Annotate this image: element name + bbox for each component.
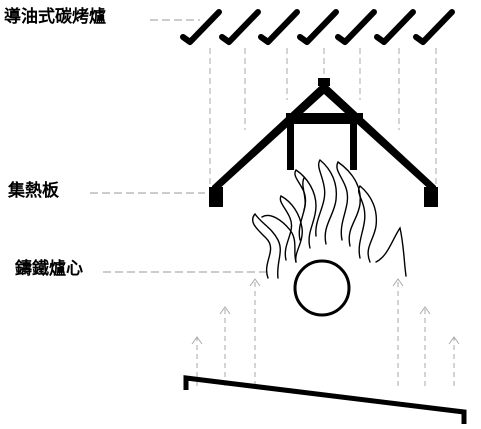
flame (294, 169, 317, 249)
slash-hook-icon (297, 9, 339, 45)
base-tray (183, 375, 467, 424)
heater-label: 導油式碳烤爐 (4, 7, 106, 27)
flame (375, 226, 407, 277)
heat-arrows (191, 278, 460, 386)
up-arrow-icon (219, 306, 231, 386)
up-arrow-icon (392, 278, 404, 386)
slash-hook-icon (219, 9, 261, 45)
slash-hook-icon (180, 9, 222, 45)
plate-roof (212, 82, 436, 207)
up-arrow-icon (448, 336, 460, 386)
plate-leg-right (350, 120, 357, 170)
flame (279, 195, 303, 263)
leader-lines (90, 19, 270, 273)
slash-hook-icon (335, 9, 377, 45)
plate-foot-right (424, 187, 438, 207)
flame (315, 158, 338, 245)
flame (336, 160, 361, 247)
plate-bar (286, 113, 363, 124)
flame (357, 184, 378, 263)
slash-hook-icon (258, 9, 300, 45)
flames (251, 158, 407, 279)
heat-plate (209, 78, 438, 207)
up-arrow-icon (419, 306, 431, 386)
cast-iron-core-label: 鑄鐵爐心 (15, 259, 83, 279)
plate-foot-left (209, 187, 223, 207)
up-arrow-icon (191, 336, 203, 386)
flame (261, 214, 297, 263)
plate-leg-left (287, 120, 294, 170)
heating-elements (180, 9, 455, 45)
heat-plate-label: 集熱板 (8, 181, 59, 201)
flame (251, 212, 281, 279)
slash-hook-icon (413, 9, 455, 45)
heat-guides (209, 48, 437, 185)
cast-iron-core (293, 259, 351, 317)
up-arrow-icon (249, 278, 261, 386)
flame (302, 177, 306, 211)
slash-hook-icon (374, 9, 416, 45)
